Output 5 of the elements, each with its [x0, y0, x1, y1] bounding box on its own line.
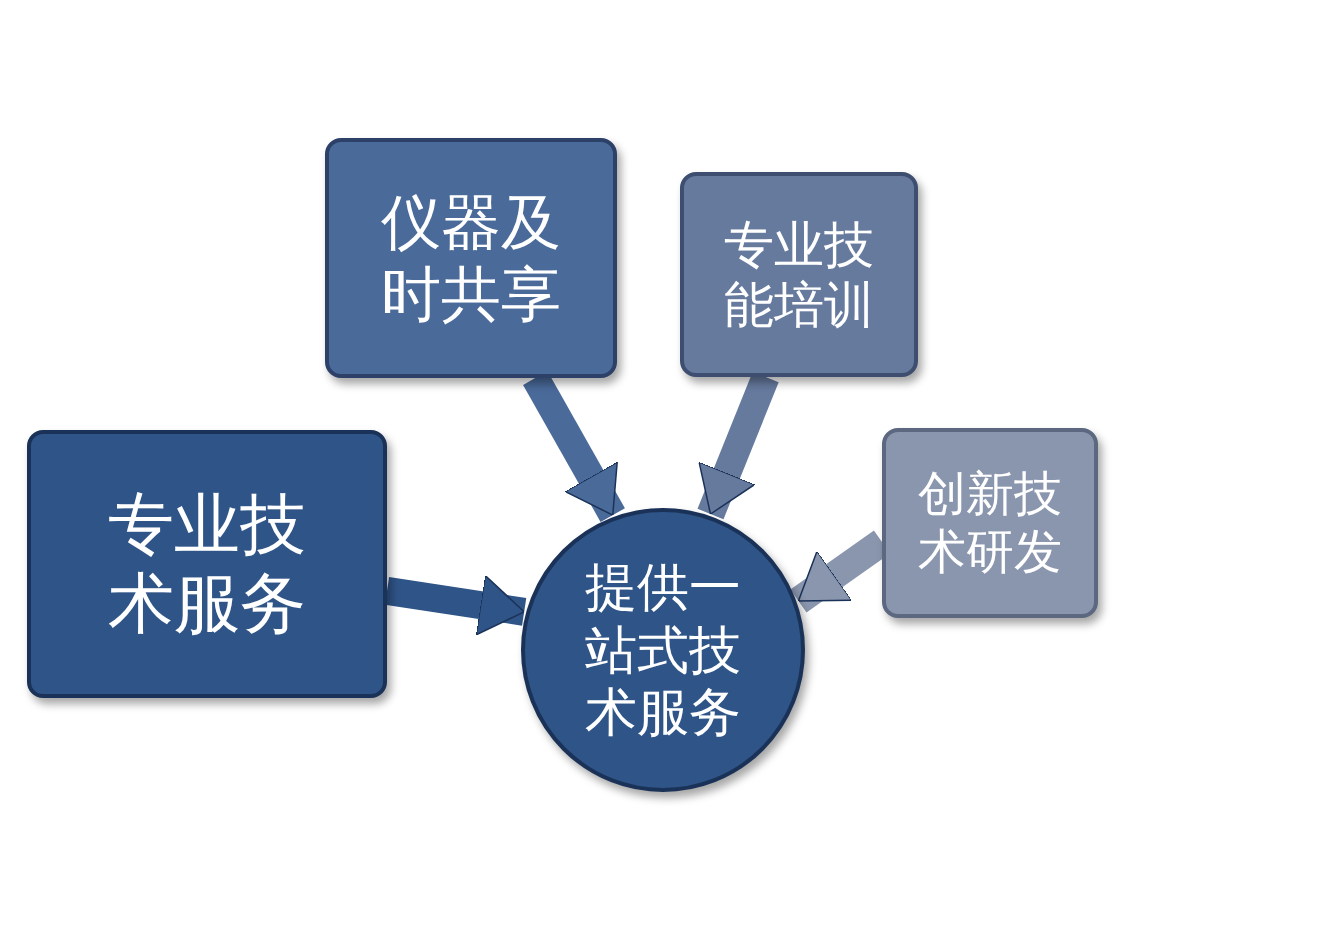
process-box: 专业技术服务 [27, 430, 387, 698]
center-circle: 提供一站式技术服务 [521, 508, 805, 792]
process-box: 仪器及时共享 [325, 138, 617, 378]
process-box: 专业技能培训 [680, 172, 918, 377]
process-box: 创新技术研发 [882, 428, 1098, 618]
